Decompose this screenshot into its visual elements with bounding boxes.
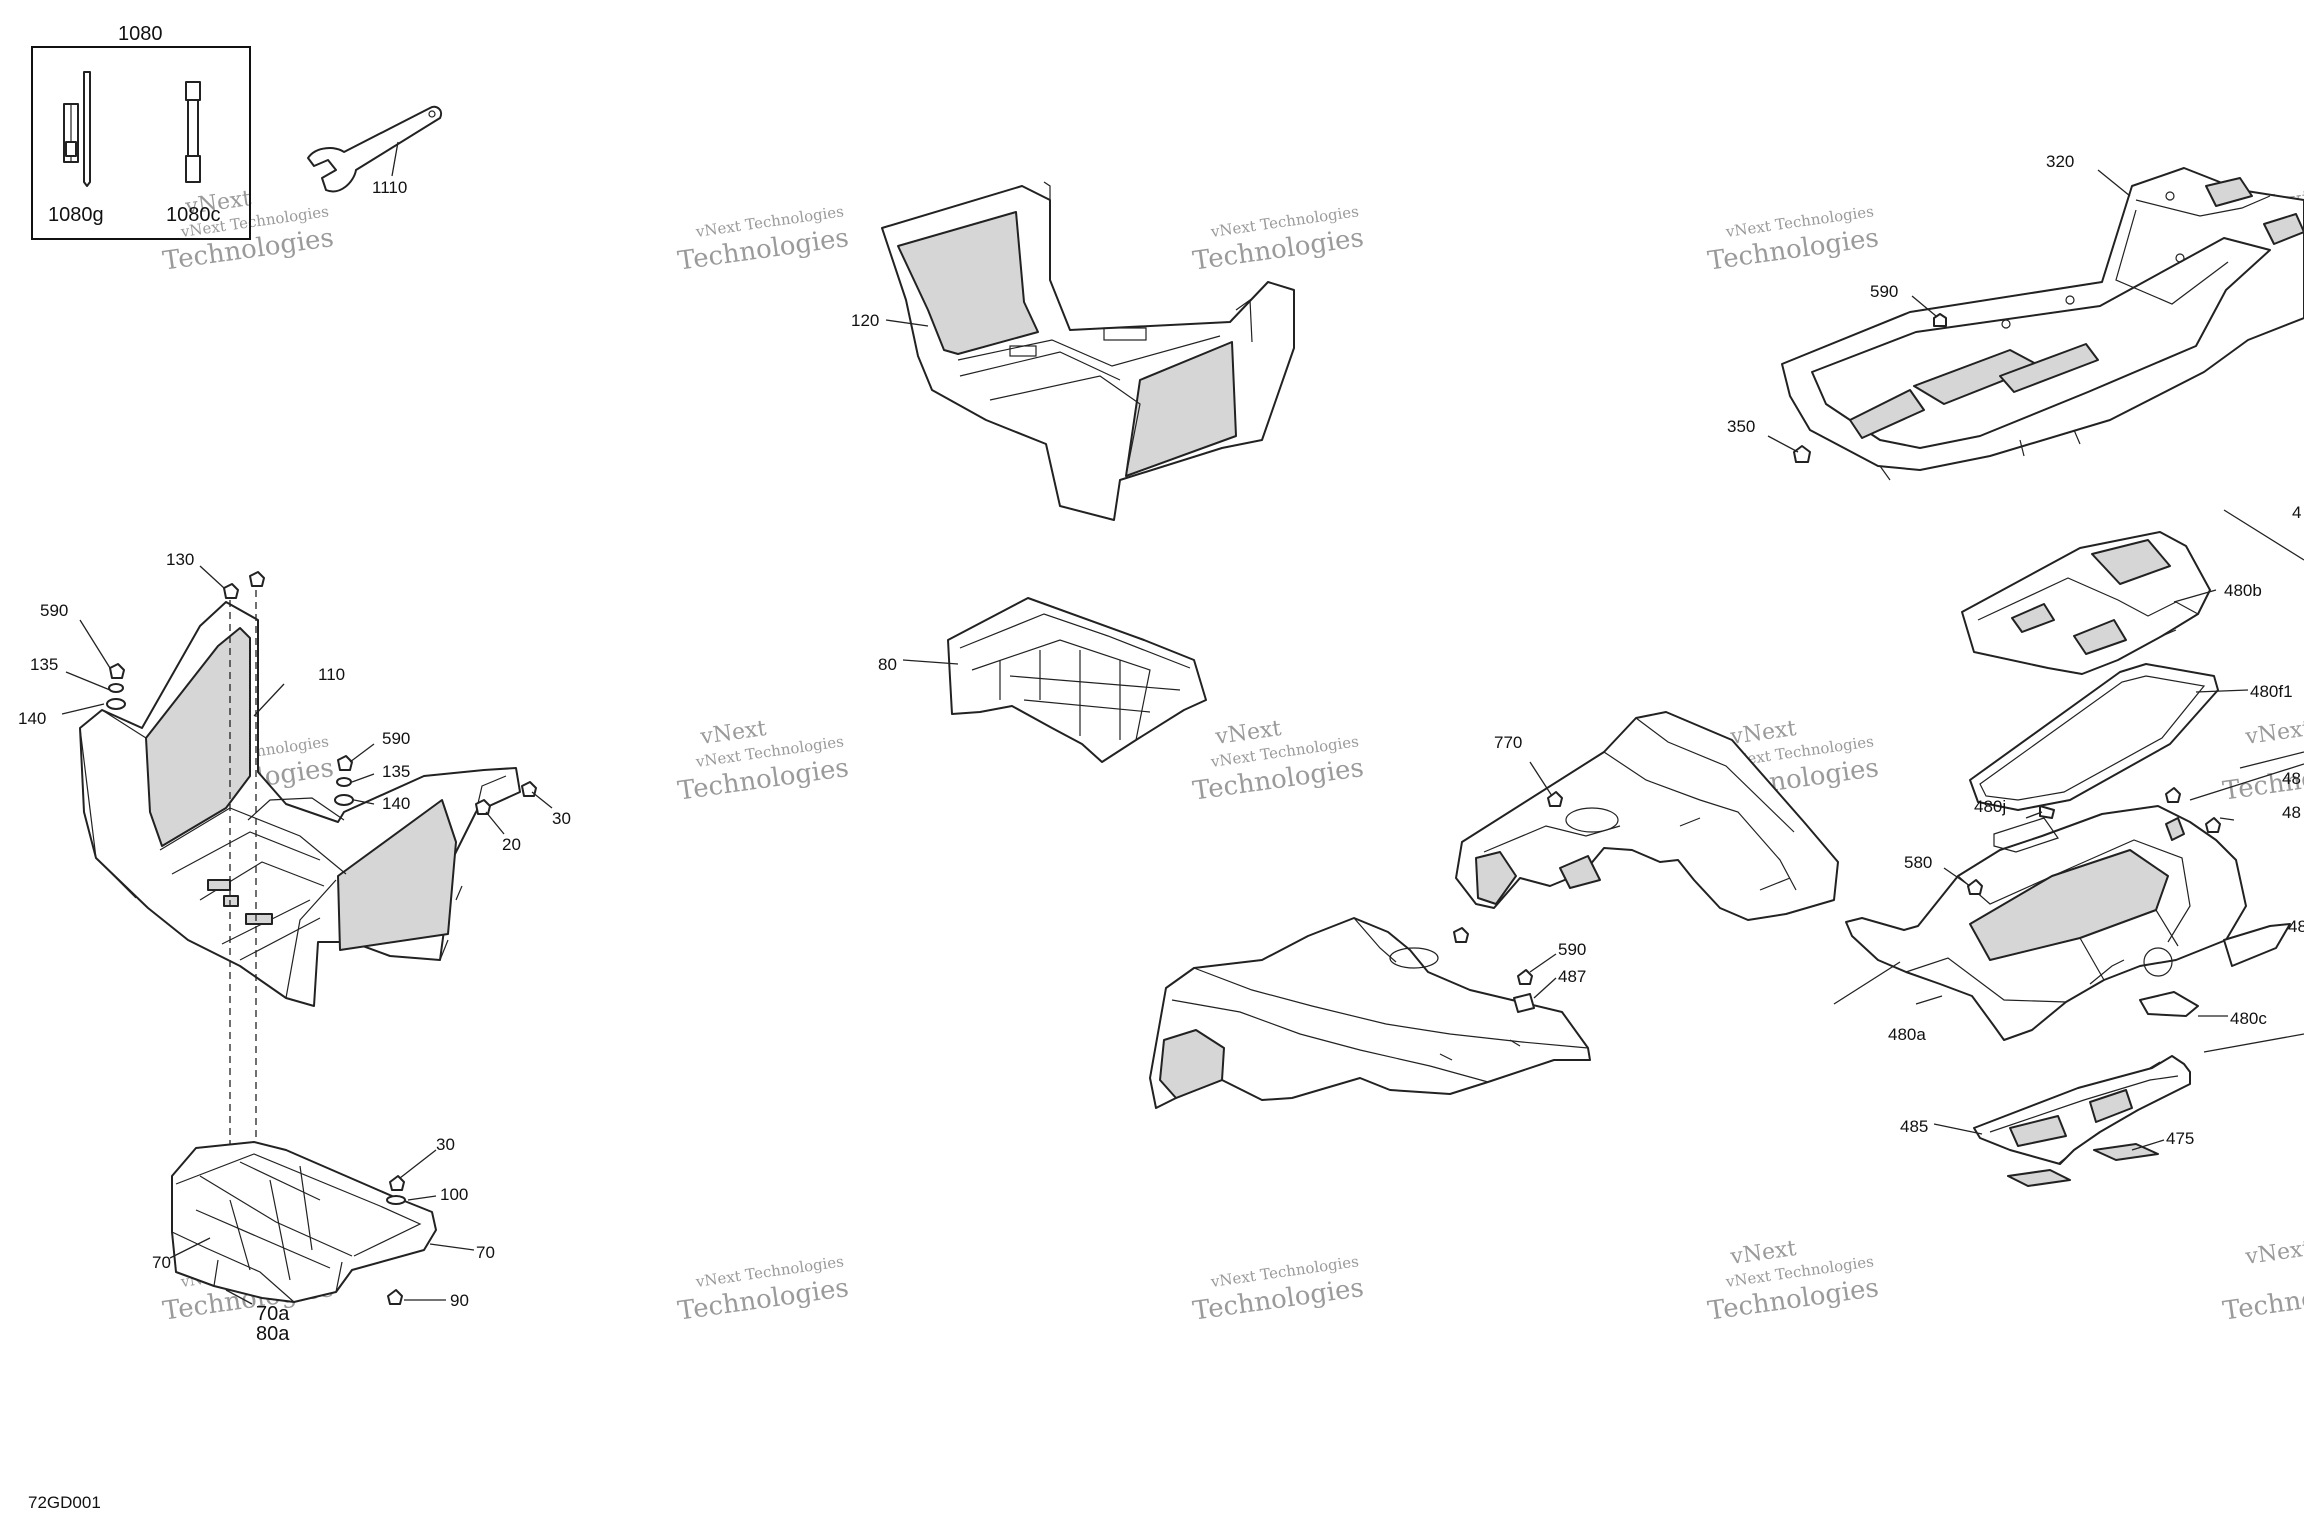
label-590-mid: 590 <box>382 729 410 748</box>
label-480f1: 480f1 <box>2250 682 2293 701</box>
spanner-wrench-part: 1110 <box>307 105 442 197</box>
watermark: vNext Technologies Technologies <box>1191 1252 1366 1326</box>
watermark: vNext Technologies Technologies <box>676 202 851 276</box>
label-140-left: 140 <box>18 709 46 728</box>
screwdriver-icon <box>63 71 91 187</box>
label-30-right: 30 <box>552 809 571 828</box>
label-1080: 1080 <box>118 23 163 45</box>
drawing-id: 72GD001 <box>28 1493 101 1512</box>
svg-text:Technologies: Technologies <box>2221 1273 2304 1327</box>
toolkit-group: 1080 1080g 1080c <box>31 23 251 240</box>
label-135-left: 135 <box>30 655 58 674</box>
svg-text:vNext: vNext <box>2243 716 2304 750</box>
label-590-left: 590 <box>40 601 68 620</box>
label-485: 485 <box>1900 1117 1928 1136</box>
label-80: 80 <box>878 655 897 674</box>
watermark: vNext vNext Technologies Technologies <box>676 716 851 807</box>
label-480a: 480a <box>1888 1025 1926 1044</box>
label-480j: 480j <box>1974 797 2006 816</box>
label-480c: 480c <box>2230 1009 2267 1028</box>
label-475: 475 <box>2166 1129 2194 1148</box>
rear-storage-box-part: 480a 480j 580 48 48 48 <box>1833 751 2304 1044</box>
label-70-right: 70 <box>476 1243 495 1262</box>
watermark: vNext Technologies Technologies <box>1706 202 1881 276</box>
label-350: 350 <box>1727 417 1755 436</box>
socket-wrench-icon <box>185 81 201 183</box>
label-770: 770 <box>1494 733 1522 752</box>
lid-seal-gasket-part: 480f1 <box>1969 663 2293 811</box>
label-580: 580 <box>1904 853 1932 872</box>
front-fender-part: 770 <box>1455 711 1839 921</box>
label-100: 100 <box>440 1185 468 1204</box>
rear-storage-tub-part: 120 <box>851 181 1295 521</box>
label-480-cut1: 48 <box>2282 803 2301 822</box>
label-20: 20 <box>502 835 521 854</box>
label-110: 110 <box>318 665 345 684</box>
label-590-fender: 590 <box>1558 940 1586 959</box>
label-1110: 1110 <box>372 178 407 197</box>
label-90: 90 <box>450 1291 469 1310</box>
watermark: vNext vNext Technologies Technologies <box>1706 1236 1881 1327</box>
rear-rack-part: 320 590 350 <box>1727 152 2304 481</box>
storage-lid-part: 480b 4 <box>1961 503 2304 675</box>
label-120: 120 <box>851 311 879 330</box>
watermark: vNext vNext Technologies Technologies <box>1191 716 1366 807</box>
rear-fender-part: 590 487 <box>1149 917 1591 1109</box>
watermark: vNext Technologies <box>2221 716 2304 807</box>
watermark: vNext Technologies Technologies <box>1191 202 1366 276</box>
label-590-rack: 590 <box>1870 282 1898 301</box>
label-30-floor: 30 <box>436 1135 455 1154</box>
label-480b: 480b <box>2224 581 2262 600</box>
toolkit-box <box>31 46 251 240</box>
watermark: vNext Technologies <box>2221 1236 2304 1327</box>
label-80a: 80a <box>256 1323 290 1345</box>
floorboard-part: 30 100 70 70 90 70a 80a <box>152 1135 495 1345</box>
label-1080g: 1080g <box>48 204 104 226</box>
label-4-cut: 4 <box>2292 503 2301 522</box>
label-70a: 70a <box>256 1303 290 1325</box>
label-140-mid: 140 <box>382 794 410 813</box>
side-cover-panel-part: 480c <box>2139 991 2304 1053</box>
label-320: 320 <box>2046 152 2074 171</box>
rubber-pad-part: 475 <box>2007 1129 2194 1187</box>
label-70-left: 70 <box>152 1253 171 1272</box>
support-bracket-part: 80 <box>878 597 1207 763</box>
skid-plate-part: 485 <box>1900 1055 2191 1165</box>
watermark: vNext vNext Technologies Technologies <box>161 186 336 277</box>
label-487: 487 <box>1558 967 1586 986</box>
label-1080c: 1080c <box>166 204 221 226</box>
footwell-console-part: 110 130 590 135 140 590 135 140 30 20 <box>18 550 571 1160</box>
watermark: vNext Technologies Technologies <box>676 1252 851 1326</box>
label-480-cut2: 48 <box>2282 769 2301 788</box>
label-480-cut3: 48 <box>2288 917 2304 936</box>
svg-text:vNext: vNext <box>2243 1236 2304 1270</box>
label-130: 130 <box>166 550 194 569</box>
label-135-mid: 135 <box>382 762 410 781</box>
